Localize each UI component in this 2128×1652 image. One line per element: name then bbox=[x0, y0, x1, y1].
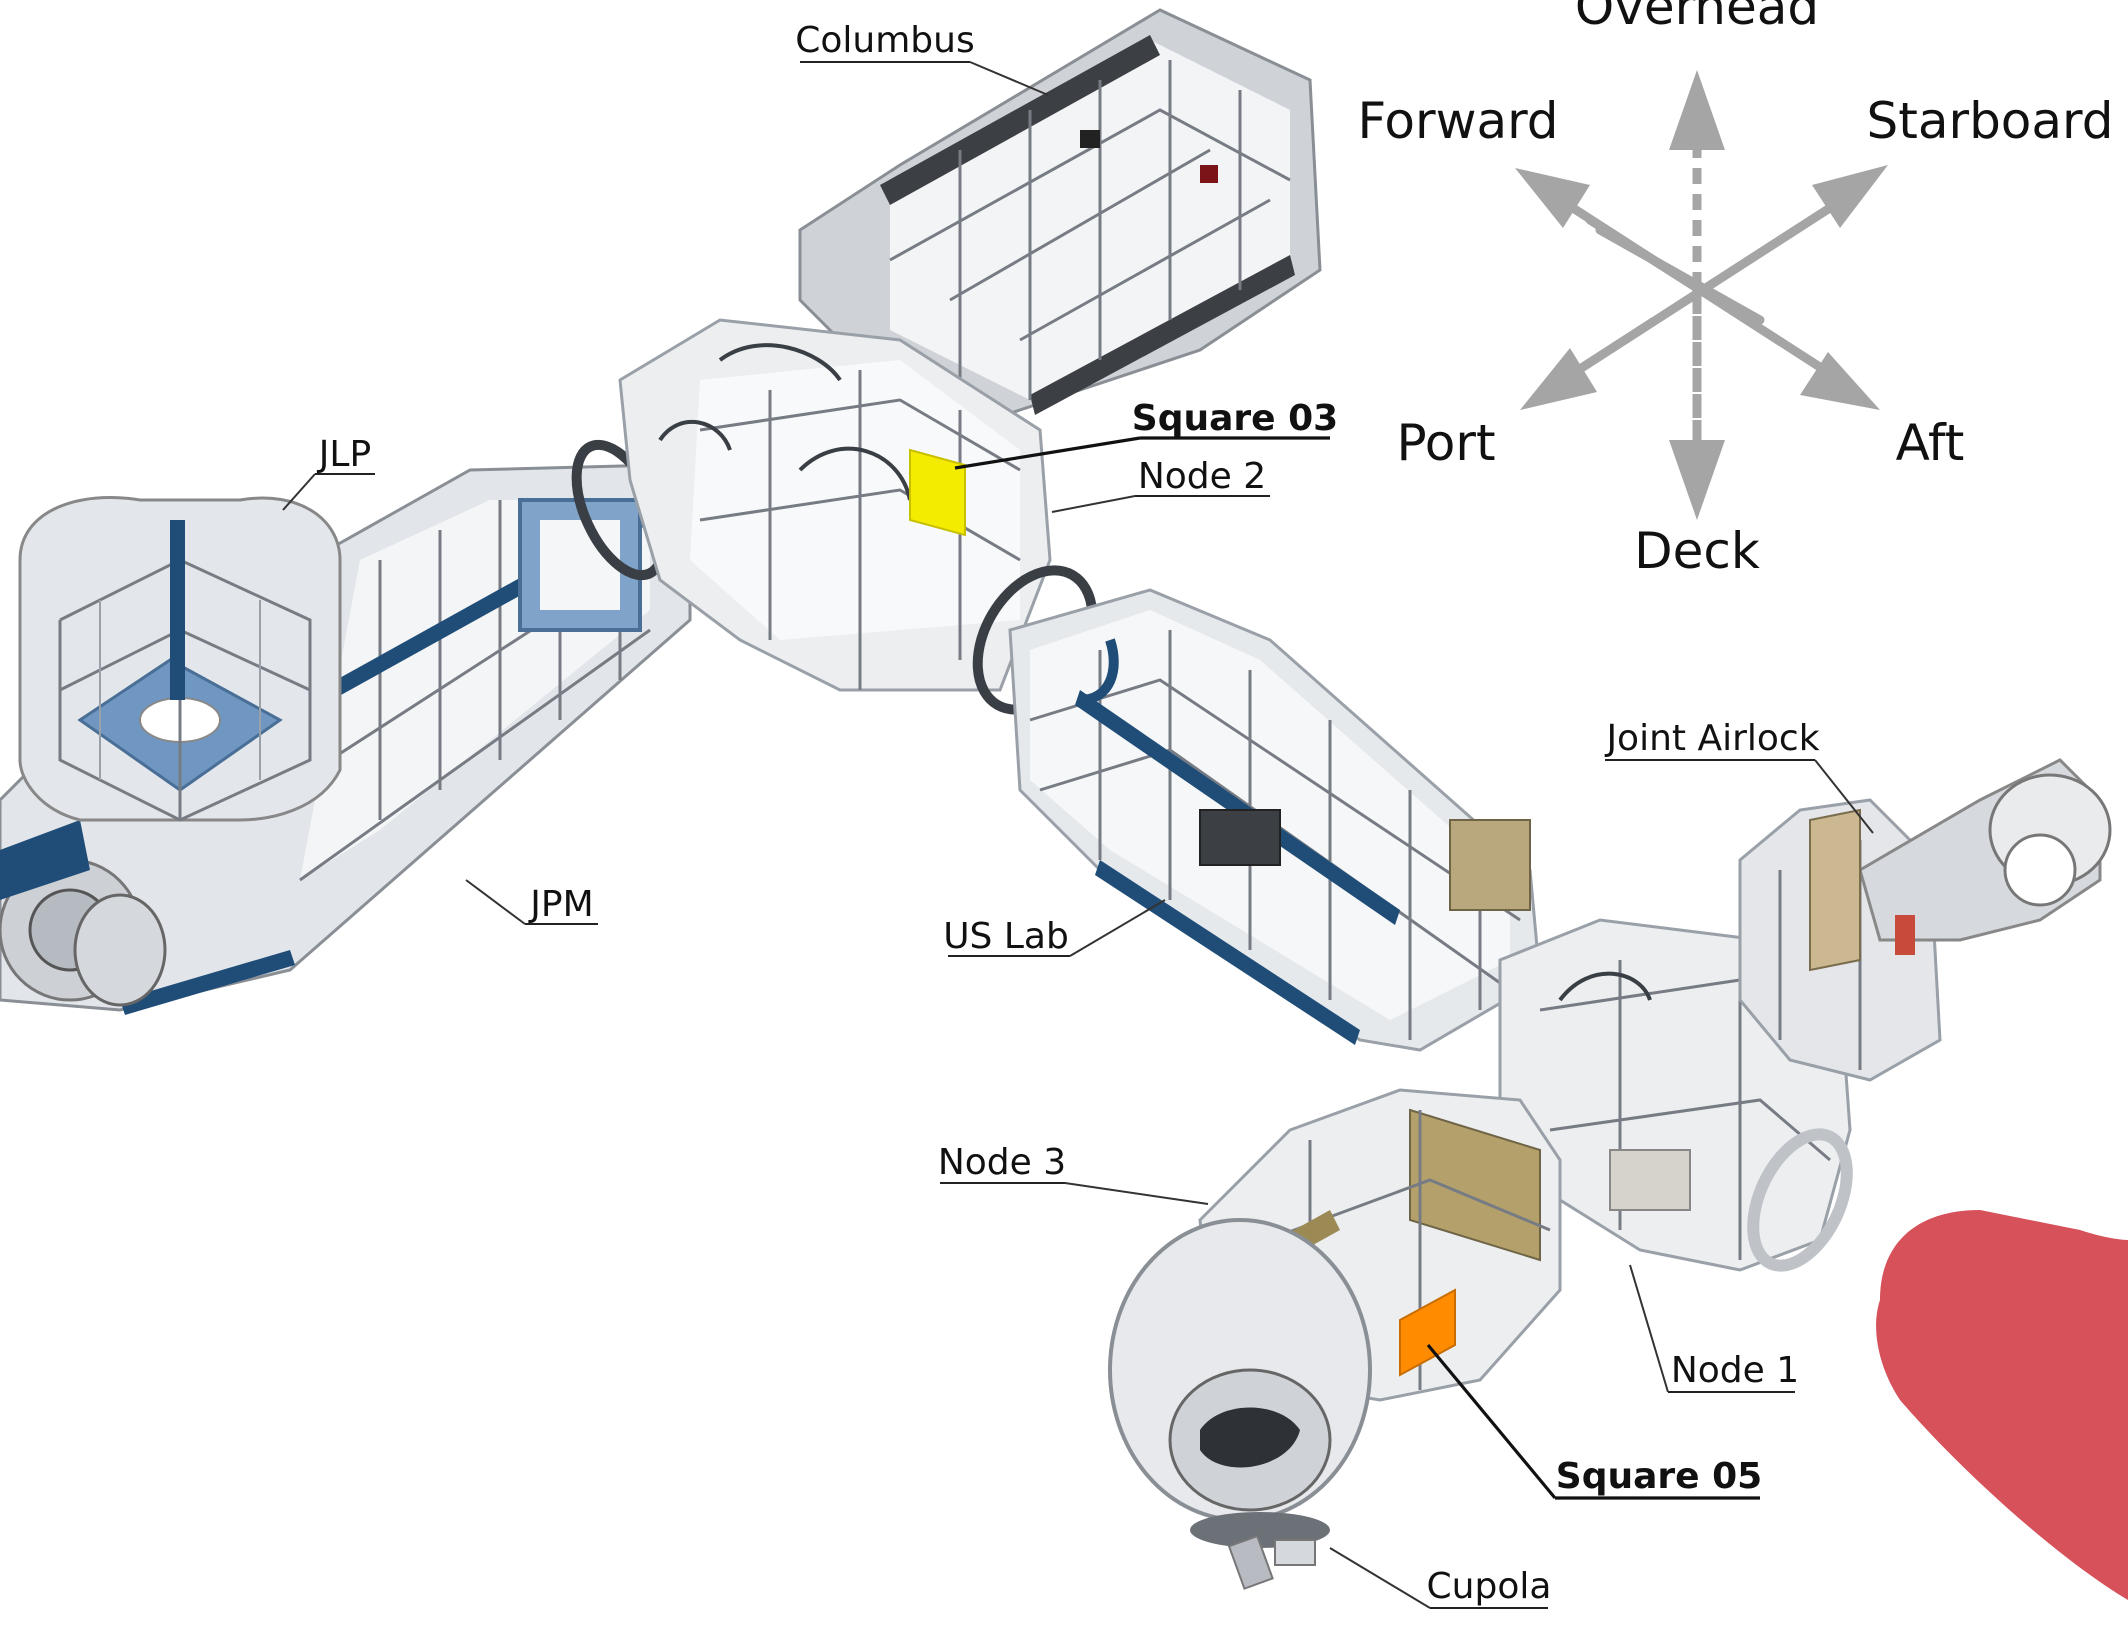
callout-square05: Square 05 bbox=[1426, 1343, 1762, 1500]
callout-us-lab: US Lab bbox=[943, 899, 1166, 957]
orientation-compass: Overhead Forward Starboard Port Aft Deck bbox=[1357, 0, 2113, 580]
jpm-label: JPM bbox=[528, 884, 593, 925]
node2-label: Node 2 bbox=[1138, 456, 1266, 497]
jlp-label: JLP bbox=[317, 434, 371, 475]
callout-jlp: JLP bbox=[282, 434, 375, 511]
jpm-module-illustration bbox=[0, 439, 692, 1015]
cupola-label: Cupola bbox=[1427, 1566, 1552, 1607]
square03-label: Square 03 bbox=[1132, 398, 1338, 439]
callout-cupola: Cupola bbox=[1329, 1547, 1552, 1609]
us-lab-module-illustration bbox=[1008, 588, 1542, 1052]
joint-airlock-label: Joint Airlock bbox=[1604, 718, 1819, 759]
callout-jpm: JPM bbox=[465, 879, 598, 925]
callout-node3: Node 3 bbox=[938, 1142, 1209, 1205]
cupola-module-illustration bbox=[1108, 1218, 1372, 1590]
columbus-label: Columbus bbox=[795, 20, 974, 61]
callout-node2: Node 2 bbox=[1051, 456, 1270, 513]
columbus-module-illustration bbox=[798, 8, 1322, 422]
jlp-module-illustration bbox=[18, 496, 342, 822]
callout-square03: Square 03 bbox=[954, 398, 1338, 470]
node2-module-illustration bbox=[618, 318, 1098, 715]
node3-label: Node 3 bbox=[938, 1142, 1066, 1183]
joint-airlock-module-illustration bbox=[1738, 758, 2112, 1082]
us-lab-label: US Lab bbox=[943, 916, 1069, 957]
square05-marker bbox=[1399, 1288, 1456, 1377]
callout-columbus: Columbus bbox=[795, 20, 1049, 96]
callout-node1: Node 1 bbox=[1629, 1264, 1799, 1393]
compass-overhead-label: Overhead bbox=[1575, 0, 1819, 36]
callout-joint-airlock: Joint Airlock bbox=[1604, 718, 1874, 834]
square05-label: Square 05 bbox=[1556, 1456, 1762, 1497]
square03-marker bbox=[909, 448, 966, 537]
compass-forward-label: Forward bbox=[1357, 92, 1558, 150]
compass-starboard-label: Starboard bbox=[1867, 92, 2114, 150]
red-hand-illustration bbox=[1876, 1210, 2128, 1600]
compass-deck-label: Deck bbox=[1634, 522, 1760, 580]
compass-aft-label: Aft bbox=[1896, 414, 1965, 472]
compass-port-label: Port bbox=[1396, 414, 1495, 472]
node1-label: Node 1 bbox=[1671, 1350, 1799, 1391]
